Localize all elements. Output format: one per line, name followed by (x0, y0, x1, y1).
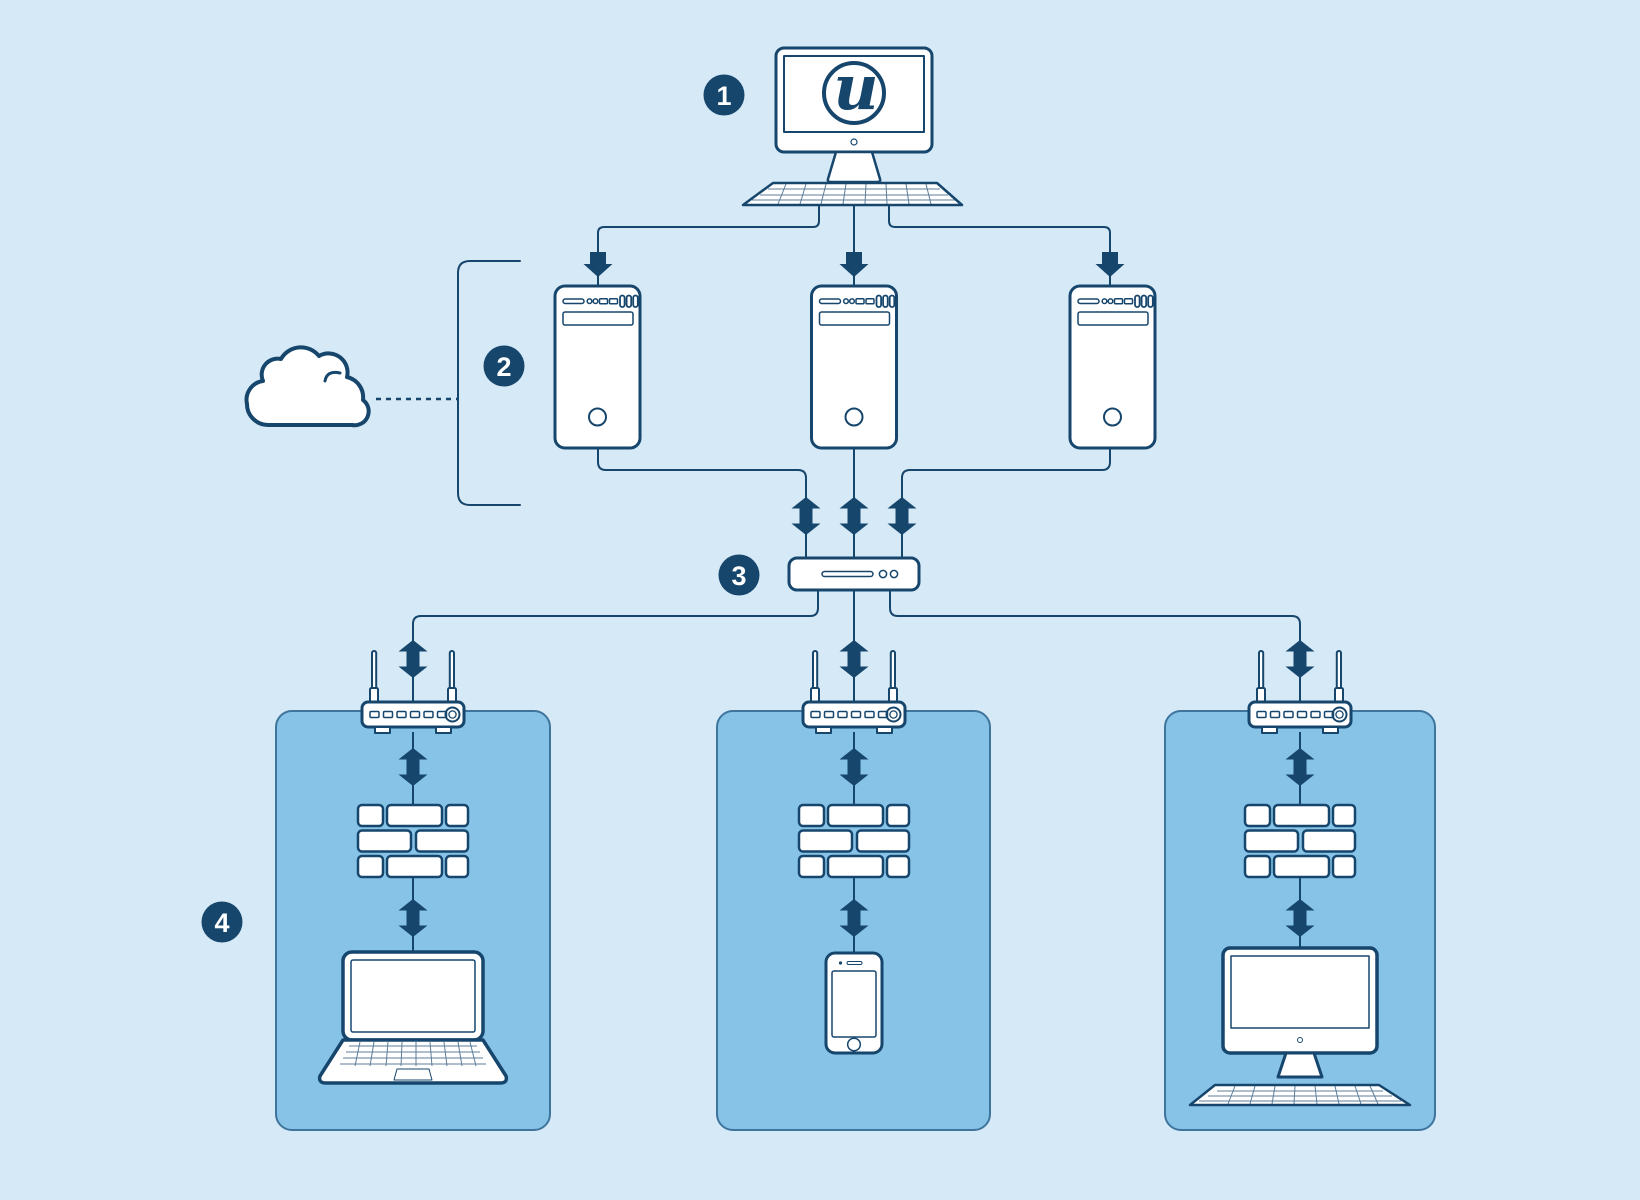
keyboard-icon (741, 181, 964, 207)
cloud-accent-arc (323, 370, 342, 383)
double-arrow-icon (839, 497, 869, 535)
laptop-icon (317, 950, 509, 1085)
double-arrow-icon (1285, 640, 1315, 678)
server-icon (1068, 284, 1157, 450)
server-icon (553, 284, 642, 450)
step-badge-number: 1 (716, 81, 731, 111)
step-badge-1: 1 (703, 74, 745, 116)
unreal-logo-glyph: u (833, 51, 878, 124)
down-arrow-icon (583, 252, 613, 277)
switch-icon (787, 556, 921, 592)
step-badge-3: 3 (718, 554, 760, 596)
server-icon (810, 284, 898, 450)
step-badge-4: 4 (201, 901, 243, 943)
step-badge-2: 2 (483, 345, 525, 387)
step-badge-number: 4 (214, 908, 229, 938)
workstation-icon: u (741, 46, 964, 207)
double-arrow-icon (887, 497, 917, 535)
server-group-bracket (457, 260, 521, 506)
double-arrow-icon (398, 640, 428, 678)
step-badge-number: 3 (731, 561, 746, 591)
monitor-stand (1276, 1051, 1324, 1079)
keyboard-icon (1188, 1083, 1412, 1107)
down-arrow-icon (839, 252, 869, 277)
unreal-logo-icon: u (822, 51, 886, 125)
monitor-stand (826, 150, 882, 184)
trackpad (393, 1068, 433, 1081)
double-arrow-icon (839, 640, 869, 678)
cloud-icon (244, 345, 371, 428)
double-arrow-icon (791, 497, 821, 535)
step-badge-number: 2 (496, 352, 511, 382)
desktop-icon (1188, 946, 1412, 1107)
smartphone-icon (824, 951, 884, 1055)
down-arrow-icon (1095, 252, 1125, 277)
